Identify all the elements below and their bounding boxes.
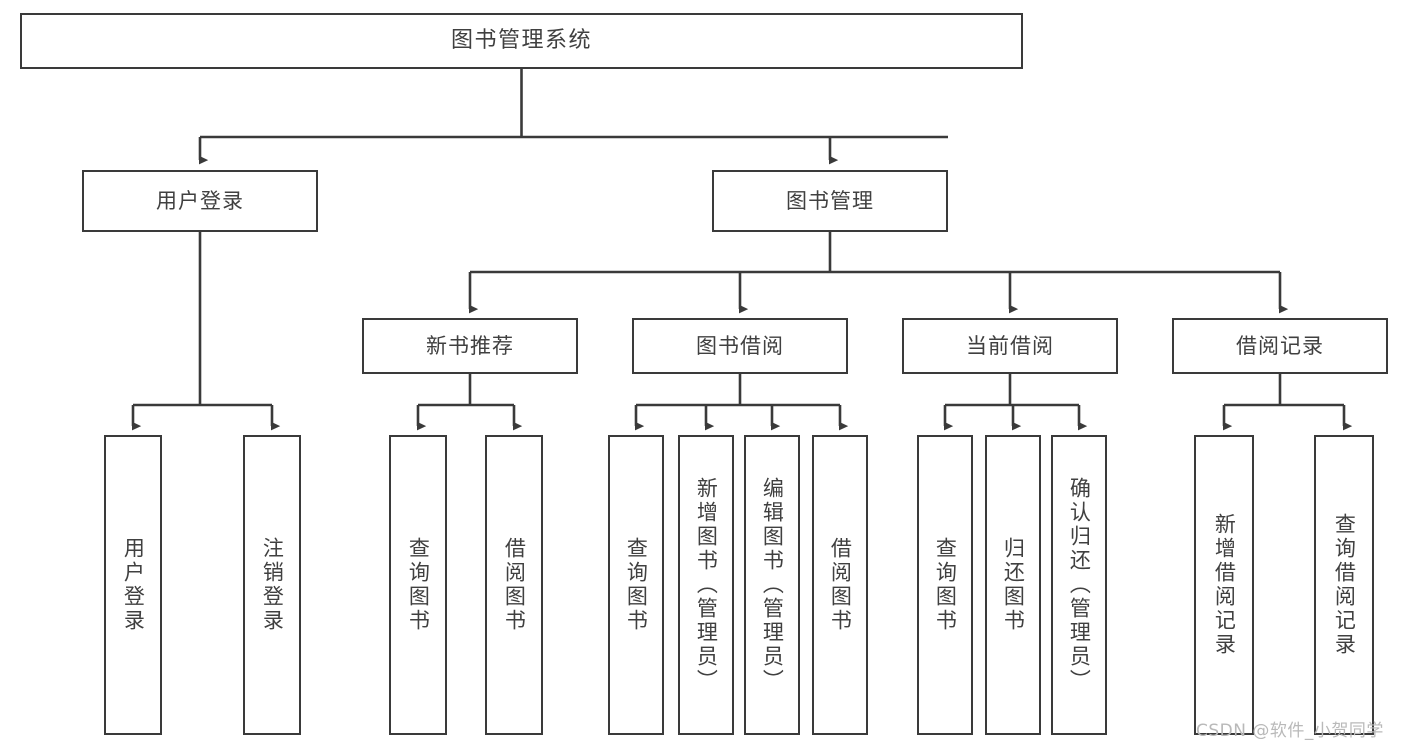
leaf-borrow-book-recommend[interactable]: 借阅图书 [485,435,543,735]
node-label: 用户登录 [156,188,244,213]
node-root-system[interactable]: 图书管理系统 [20,13,1023,69]
node-label: 图书借阅 [696,333,784,358]
node-label: 新增图书（管理员） [694,477,719,693]
node-borrow-record[interactable]: 借阅记录 [1172,318,1388,374]
leaf-user-login[interactable]: 用户登录 [104,435,162,735]
leaf-query-book-borrow[interactable]: 查询图书 [608,435,664,735]
node-label: 用户登录 [121,537,146,633]
node-book-borrow[interactable]: 图书借阅 [632,318,848,374]
csdn-watermark: CSDN @软件_小贺同学 [1196,721,1384,741]
node-label: 新书推荐 [426,333,514,358]
node-label: 查询图书 [933,537,958,633]
node-label: 借阅图书 [502,537,527,633]
leaf-add-book-admin[interactable]: 新增图书（管理员） [678,435,734,735]
node-label: 确认归还（管理员） [1067,477,1092,693]
node-label: 图书管理系统 [450,28,592,54]
node-label: 借阅记录 [1236,333,1324,358]
leaf-query-borrow-record[interactable]: 查询借阅记录 [1314,435,1374,735]
node-label: 编辑图书（管理员） [760,477,785,693]
node-label: 图书管理 [786,188,874,213]
leaf-edit-book-admin[interactable]: 编辑图书（管理员） [744,435,800,735]
leaf-logout-login[interactable]: 注销登录 [243,435,301,735]
node-label: 查询图书 [406,537,431,633]
leaf-confirm-return-admin[interactable]: 确认归还（管理员） [1051,435,1107,735]
node-new-book-recommend[interactable]: 新书推荐 [362,318,578,374]
leaf-query-book-current[interactable]: 查询图书 [917,435,973,735]
node-book-management[interactable]: 图书管理 [712,170,948,232]
node-label: 借阅图书 [828,537,853,633]
leaf-return-book[interactable]: 归还图书 [985,435,1041,735]
leaf-borrow-book[interactable]: 借阅图书 [812,435,868,735]
node-current-borrow[interactable]: 当前借阅 [902,318,1118,374]
node-label: 查询图书 [624,537,649,633]
leaf-add-borrow-record[interactable]: 新增借阅记录 [1194,435,1254,735]
node-label: 注销登录 [260,537,285,633]
node-label: 当前借阅 [966,333,1054,358]
node-label: 归还图书 [1001,537,1026,633]
leaf-query-book-recommend[interactable]: 查询图书 [389,435,447,735]
node-label: 查询借阅记录 [1332,513,1357,657]
node-user-login[interactable]: 用户登录 [82,170,318,232]
node-label: 新增借阅记录 [1212,513,1237,657]
